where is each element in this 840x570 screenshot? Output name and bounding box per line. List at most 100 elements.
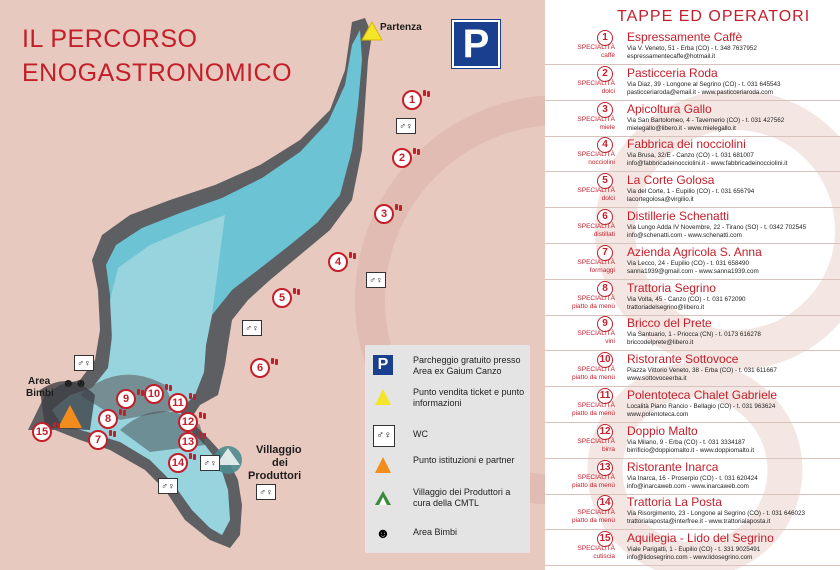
villaggio-label-2: dei	[272, 457, 288, 469]
operator-number-badge: 2	[597, 65, 613, 82]
institutions-point-marker	[58, 405, 82, 428]
stop-marker-13[interactable]: 13	[178, 432, 202, 452]
operator-address: Piazza Vittorio Veneto, 38 - Erba (CO) -…	[627, 367, 777, 375]
operator-number-badge: 4	[597, 137, 613, 154]
operator-name: Trattoria La Posta	[627, 495, 722, 510]
operator-name: Azienda Agricola S. Anna	[627, 244, 762, 259]
stop-marker-6[interactable]: 6	[250, 358, 274, 378]
specialty-label: SPECIALITÀ	[577, 330, 615, 338]
specialty-label: SPECIALITÀ	[577, 509, 615, 517]
operator-address: Via San Bartolomeo, 4 - Tavernerio (CO) …	[627, 116, 785, 124]
operator-name: Espressamente Caffè	[627, 30, 743, 44]
stop-marker-14[interactable]: 14	[168, 453, 192, 473]
producers-village-icon	[375, 491, 391, 505]
operator-contact[interactable]: briccodelprete@libero.it	[627, 339, 694, 347]
parking-sign-icon: P	[451, 19, 501, 69]
specialty-label: SPECIALITÀ	[577, 151, 615, 159]
area-bimbi-label-2: Bimbi	[26, 388, 54, 399]
stop-marker-1[interactable]: 1	[402, 90, 426, 110]
panel-title: TAPPE ED OPERATORI	[617, 8, 811, 25]
operator-contact[interactable]: info@lidosegrino.com - www.lidosegrino.c…	[627, 554, 753, 562]
operator-number-badge: 8	[597, 280, 613, 297]
map-title-line-1: IL PERCORSO	[22, 25, 198, 53]
stop-marker-11[interactable]: 11	[168, 393, 192, 413]
specialty-value: dolci	[601, 87, 615, 95]
specialty-label: SPECIALITÀ	[577, 545, 615, 553]
operator-contact[interactable]: info@fabbricadeinocciolini.it - www.fabb…	[627, 160, 788, 168]
stop-marker-12[interactable]: 12	[178, 412, 202, 432]
stop-marker-10[interactable]: 10	[144, 384, 168, 404]
operator-contact[interactable]: lacortegolosa@virgilio.it	[627, 196, 694, 204]
operator-contact[interactable]: info@inarcaweb.com - www.inarcaweb.com	[627, 482, 749, 490]
operator-contact[interactable]: trattoriadelsegrino@libero.it	[627, 303, 705, 311]
operator-contact[interactable]: pasticceriaroda@email.it - www.pasticcer…	[627, 88, 774, 96]
map-legend: P Parcheggio gratuito presso Area ex Gai…	[365, 345, 530, 553]
operator-contact[interactable]: trattorialaposta@interfree.it - www.trat…	[627, 518, 771, 526]
stop-marker-7[interactable]: 7	[88, 430, 112, 450]
kids-area-shadow	[40, 381, 95, 430]
operator-address: Via del Corte, 1 - Eupilio (CO) - t. 031…	[627, 188, 755, 196]
stop-marker-3[interactable]: 3	[374, 204, 398, 224]
route-map: IL PERCORSO ENOGASTRONOMICO Partenza P A…	[0, 0, 545, 570]
operator-contact[interactable]: birrificio@doppiomalto.it - www.doppioma…	[627, 446, 755, 454]
specialty-value: distillati	[593, 231, 615, 238]
stop-marker-5[interactable]: 5	[272, 288, 296, 308]
stop-marker-2[interactable]: 2	[392, 148, 416, 168]
operator-number-badge: 5	[597, 173, 613, 190]
specialty-label: SPECIALITÀ	[577, 79, 615, 87]
villaggio-label-3: Produttori	[248, 470, 302, 482]
institutions-point-icon	[375, 457, 391, 473]
stop-marker-15[interactable]: 15	[32, 422, 56, 442]
operator-contact[interactable]: espressamentecaffe@hotmail.it	[627, 53, 716, 60]
specialty-value: caffè	[601, 52, 615, 59]
kids-area-icon: ☻	[375, 525, 391, 541]
stop-marker-4[interactable]: 4	[328, 252, 352, 272]
operator-contact[interactable]: sanna1939@gmail.com - www.sanna1939.com	[627, 267, 759, 275]
operator-contact[interactable]: mielegallo@libero.it - www.mielegallo.it	[627, 124, 736, 132]
wc-icon: ♂♀	[373, 425, 395, 447]
operator-contact[interactable]: www.polentoteca.com	[627, 411, 689, 418]
lake-lower	[52, 215, 230, 535]
specialty-label: SPECIALITÀ	[577, 44, 615, 51]
operator-contact[interactable]: info@schenatti.com - www.schenatti.com	[627, 232, 742, 239]
stop-marker-9[interactable]: 9	[116, 389, 140, 409]
wc-icon: ♂♀	[256, 484, 276, 500]
specialty-value: piatto da menù	[571, 374, 615, 382]
operator-contact[interactable]: www.sottovoceerba.it	[627, 375, 687, 383]
stop-marker-8[interactable]: 8	[98, 409, 122, 429]
specialty-value: nocciolini	[588, 159, 615, 167]
wc-icon: ♂♀	[396, 118, 416, 134]
legend-text-wc: WC	[413, 429, 428, 439]
area-bimbi-label-1: Area	[28, 376, 51, 387]
kids-area-icon: ☻☻	[62, 376, 88, 390]
operator-name: Pasticceria Roda	[627, 65, 718, 80]
map-title-line-2: ENOGASTRONOMICO	[22, 59, 293, 87]
wc-icon: ♂♀	[158, 478, 178, 494]
operator-address: Via Lungo Adda IV Novembre, 22 - Tirano …	[627, 224, 807, 231]
